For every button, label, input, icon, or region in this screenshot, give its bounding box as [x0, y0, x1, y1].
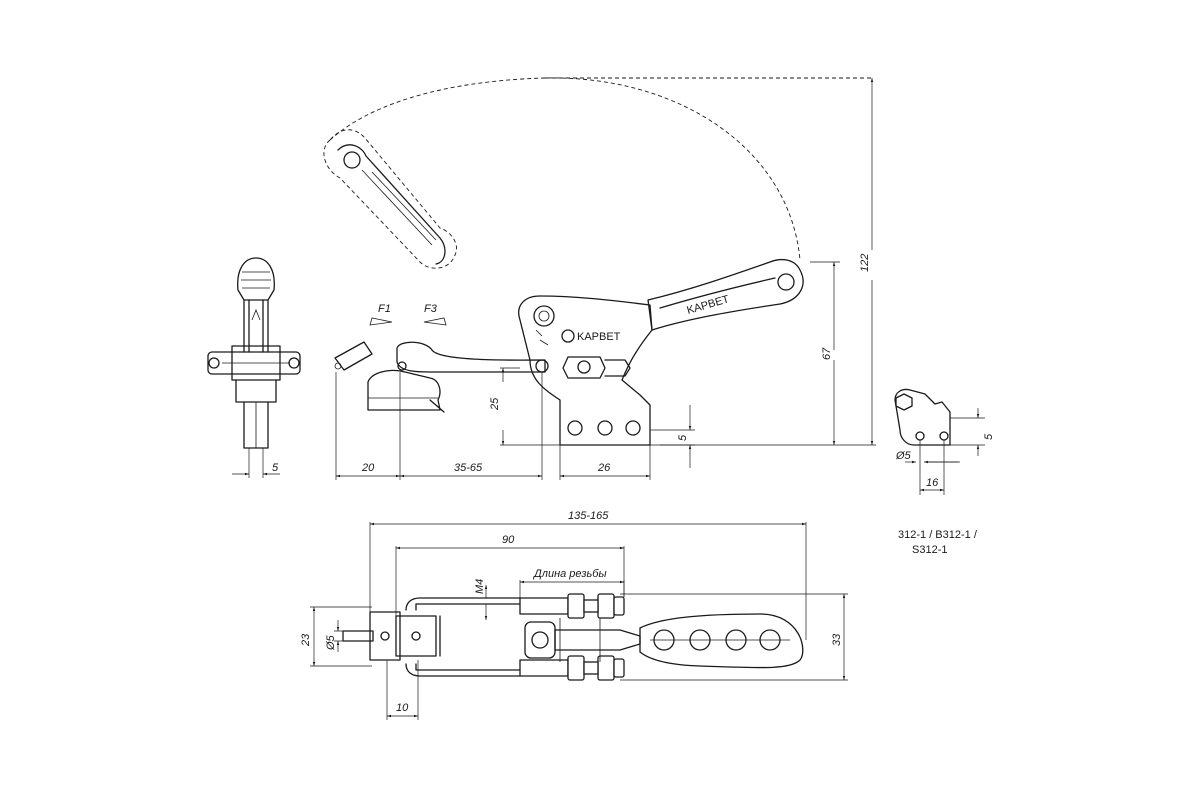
- raised-handle: [323, 129, 457, 269]
- main-handle: KAPBET: [647, 258, 804, 331]
- force-label-f3: F3: [424, 303, 438, 315]
- brand-logo-body: KAPBET: [577, 331, 621, 343]
- front-view: 5: [207, 257, 301, 478]
- dim-122: 122: [859, 254, 871, 272]
- detail-dim-d5: Ø5: [895, 450, 912, 462]
- dim-10: 10: [396, 702, 409, 714]
- thread-length-label: Длина резьбы: [532, 568, 607, 580]
- side-view: F1 F3 KAPBET: [323, 77, 876, 480]
- dim-23: 23: [300, 633, 312, 647]
- dim-26: 26: [597, 462, 611, 474]
- base-detail: 5 Ø5 16 312-1 / B312-1 / S312-1: [894, 388, 995, 556]
- force-label-f1: F1: [378, 303, 391, 315]
- model-code-line-1: 312-1 / B312-1 /: [898, 529, 978, 541]
- dim-m4: M4: [474, 579, 486, 594]
- dim-25: 25: [489, 397, 501, 411]
- dim-90: 90: [502, 534, 515, 546]
- dim-5-side: 5: [677, 434, 689, 441]
- clamp-body: KAPBET: [518, 295, 653, 446]
- dim-20: 20: [361, 462, 375, 474]
- swing-arc: [329, 77, 801, 261]
- dim-67: 67: [821, 347, 833, 360]
- detail-dim-16: 16: [926, 477, 939, 489]
- dim-135-165: 135-165: [568, 510, 609, 522]
- model-code-line-2: S312-1: [912, 544, 947, 556]
- dim-35-65: 35-65: [454, 462, 483, 474]
- top-view: 135-165 90 Длина резьбы M4 23 Ø5 10 33: [300, 510, 848, 720]
- detail-dim-5: 5: [983, 433, 995, 440]
- dim-d5-top: Ø5: [325, 634, 337, 651]
- front-dim-5: 5: [272, 462, 279, 474]
- dim-33: 33: [831, 633, 843, 646]
